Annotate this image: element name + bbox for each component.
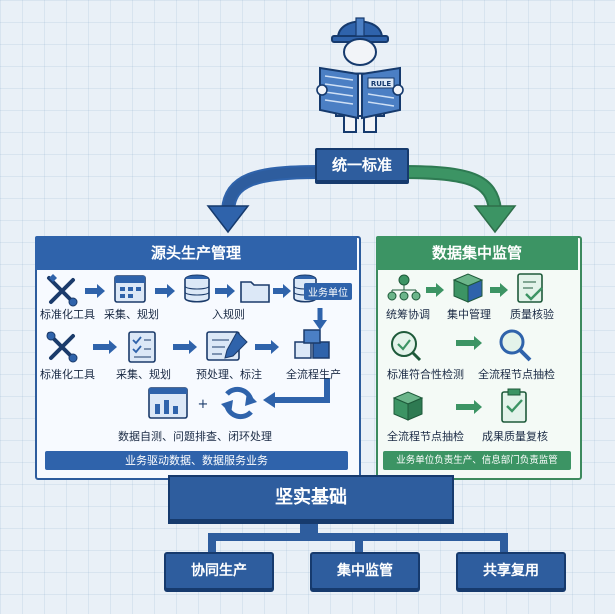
tools-icon [47,274,78,307]
solid-foundation-box: 坚实基础 [168,475,454,521]
unified-standard-box: 统一标准 [315,148,409,182]
label-rule-entry: 入规则 [212,308,245,321]
label-coordination: 统筹协调 [386,308,430,321]
label-result-quality-review: 成果质量复核 [482,430,548,443]
org-chart-icon [387,274,421,301]
collaborative-production-label: 协同生产 [191,563,247,579]
folder-icon [240,281,270,303]
arrow-right-icon [173,340,197,354]
source-production-title: 源头生产管理 [150,244,241,262]
edit-document-icon [206,331,248,361]
database-icon [184,274,210,303]
centralized-supervision-header: 数据集中监管 [376,236,578,270]
arrow-right-icon [456,400,482,414]
label-quality-verification: 质量核验 [510,308,554,321]
arrow-right-icon [426,283,444,297]
label-standard-compliance-check: 标准符合性检测 [387,368,464,381]
label-central-management: 集中管理 [447,308,491,321]
label-self-test-closed-loop: 数据自测、问题排查、闭环处理 [118,430,272,443]
label-collect-plan: 采集、规划 [104,308,159,321]
label-preprocess-annotate: 预处理、标注 [196,368,262,381]
clipboard-check-icon [501,388,527,423]
arrow-right-icon [155,284,175,298]
source-production-header: 源头生产管理 [35,236,357,270]
label-full-process-production: 全流程生产 [286,368,341,381]
label-standard-tools: 标准化工具 [40,308,95,321]
shared-reuse-box: 共享复用 [456,552,566,590]
worker-reading-icon: RULE [316,17,404,133]
checklist-icon [128,331,156,363]
arrow-left-icon [263,392,275,408]
book-label: RULE [371,80,392,88]
centralized-supervision-panel [376,236,582,480]
source-production-footer-text: 业务驱动数据、数据服务业务 [125,454,268,467]
unified-standard-label: 统一标准 [331,156,392,174]
business-unit-chip: 业务单位 [304,283,352,300]
arrow-right-icon [490,283,508,297]
centralized-supervision-footer: 业务单位负责生产、信息部门负责监管 [383,451,571,470]
arrow-right-icon [93,340,117,354]
quality-check-icon [517,273,543,303]
dashboard-icon [148,387,188,419]
label-process-node-sampling: 全流程节点抽检 [478,368,555,381]
refresh-cycle-icon [221,386,257,420]
arrow-right-icon [215,284,235,298]
search-icon [499,329,532,362]
calendar-icon [114,275,146,303]
arrow-right-icon [456,336,482,350]
cubes-icon [294,329,330,359]
solid-foundation-label: 坚实基础 [275,487,347,508]
centralized-supervision-footer-text: 业务单位负责生产、信息部门负责监管 [396,455,558,466]
arrow-right-icon [85,284,105,298]
tools-icon [46,331,78,363]
source-production-footer: 业务驱动数据、数据服务业务 [45,451,348,470]
centralized-supervision-label: 集中监管 [337,563,393,579]
magnifier-check-icon [391,331,422,362]
centralized-supervision-flow [387,273,543,423]
arrow-right-icon [273,284,291,298]
source-production-flow: + [46,274,330,420]
collaborative-production-box: 协同生产 [164,552,274,590]
label-collect-plan: 采集、规划 [116,368,171,381]
cube-check-icon [392,391,424,421]
centralized-supervision-box: 集中监管 [310,552,420,590]
label-process-node-sampling: 全流程节点抽检 [387,430,464,443]
cube-stack-icon [452,273,484,303]
shared-reuse-label: 共享复用 [483,563,539,579]
label-standard-tools: 标准化工具 [40,368,95,381]
arrow-down-icon [313,320,327,330]
arrow-right-icon [255,340,279,354]
plus-sign: + [198,397,209,412]
centralized-supervision-title: 数据集中监管 [431,244,522,262]
